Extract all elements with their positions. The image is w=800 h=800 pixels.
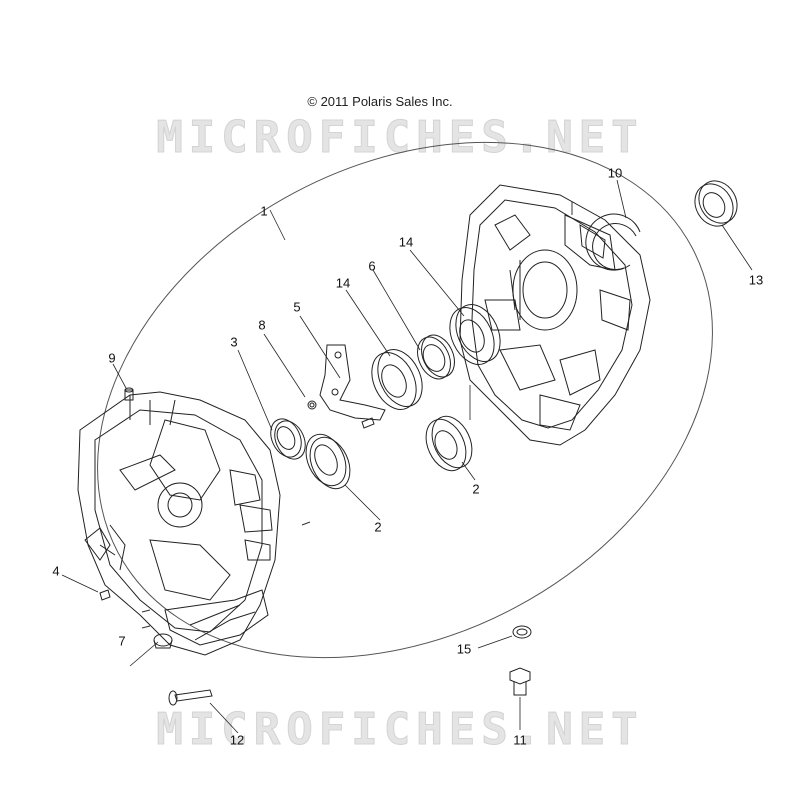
callout-7: 7 bbox=[118, 633, 126, 649]
callout-1: 1 bbox=[260, 203, 268, 219]
callout-15: 15 bbox=[456, 641, 472, 657]
callout-11: 11 bbox=[513, 732, 527, 748]
callout-13: 13 bbox=[748, 272, 764, 288]
bearing-right-part-2 bbox=[425, 415, 473, 472]
pin-part-12 bbox=[168, 689, 213, 706]
bolt-part-4 bbox=[99, 589, 111, 601]
dowel-part-9 bbox=[124, 387, 134, 401]
callout-5: 5 bbox=[293, 299, 301, 315]
callout-2-right: 2 bbox=[472, 481, 480, 497]
callout-4: 4 bbox=[52, 563, 60, 579]
callout-9: 9 bbox=[108, 350, 116, 366]
callout-14-left: 14 bbox=[335, 275, 351, 291]
crankcase-right-half bbox=[459, 184, 651, 446]
assembly-outline bbox=[97, 141, 713, 659]
callout-12: 12 bbox=[229, 732, 245, 748]
plug-part-7 bbox=[153, 633, 173, 649]
oil-seal-part-13 bbox=[694, 180, 738, 227]
watermark-bottom: MICROFICHES.NET bbox=[156, 704, 644, 756]
watermark-top: MICROFICHES.NET bbox=[156, 112, 644, 164]
callout-14-right: 14 bbox=[398, 234, 414, 250]
callout-8: 8 bbox=[258, 317, 266, 333]
bearing-part-14a bbox=[371, 349, 423, 410]
bearing-part-14b bbox=[449, 304, 501, 365]
callout-3: 3 bbox=[230, 334, 238, 350]
callout-10: 10 bbox=[607, 165, 623, 181]
circlip-part-10 bbox=[585, 213, 641, 271]
bearing-left-part-2 bbox=[305, 433, 351, 490]
ring-part-6 bbox=[417, 334, 455, 380]
drain-plug-part-11 bbox=[509, 667, 531, 696]
callout-2-left: 2 bbox=[374, 519, 382, 535]
copyright-notice: © 2011 Polaris Sales Inc. bbox=[307, 94, 453, 109]
small-bolt bbox=[361, 417, 375, 429]
crankcase-left-half bbox=[77, 391, 281, 656]
seal-part-3 bbox=[270, 418, 306, 460]
washer-part-15 bbox=[512, 625, 532, 639]
bolt-part-8 bbox=[307, 400, 317, 410]
plate-part-5 bbox=[319, 344, 386, 421]
callout-6: 6 bbox=[368, 258, 376, 274]
leader-lines bbox=[61, 179, 753, 734]
